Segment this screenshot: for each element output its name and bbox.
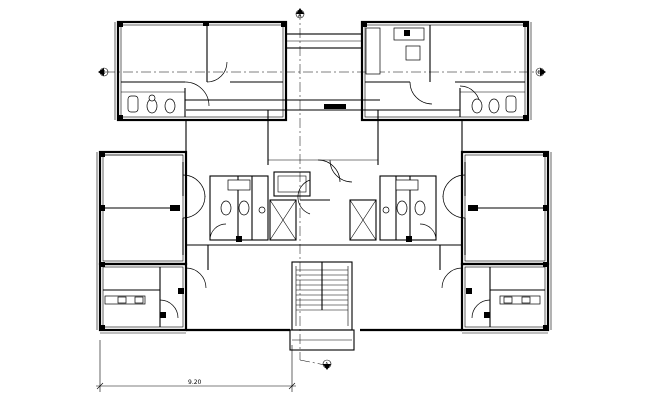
bath-core-left [209, 175, 269, 242]
toilet-fixtures-right-core [382, 179, 426, 216]
window-outlines [96, 22, 552, 334]
corridor-doors [297, 159, 353, 215]
section-marker-top: A [295, 8, 305, 19]
wing-right-middle [442, 150, 550, 266]
section-marker-left: B [98, 67, 109, 77]
kitchen-fixtures-left [104, 295, 146, 305]
wing-top-right [360, 20, 530, 122]
lower-central-block [185, 244, 463, 332]
section-marker-left-label: B [102, 70, 106, 76]
wing-top-left [116, 20, 288, 122]
toilet-fixtures-top-right [471, 95, 517, 114]
stair-treads [296, 269, 348, 311]
central-hall [185, 110, 463, 165]
section-marker-top-label: A [298, 13, 302, 19]
kitchen-fixtures-right [499, 295, 541, 305]
lift-box [273, 171, 311, 197]
shaft-left [269, 199, 297, 241]
bath-core-right [379, 175, 437, 242]
section-marker-right-label: B [538, 70, 542, 76]
section-axis-lines [105, 10, 540, 366]
toilet-fixtures-left-core [220, 179, 266, 216]
section-marker-right: B [535, 67, 546, 77]
section-marker-bottom: A [322, 359, 332, 370]
shaft-right [349, 199, 377, 241]
wing-lower-right [460, 262, 550, 332]
toilet-fixtures-top-left [127, 94, 176, 114]
wing-left-middle [98, 150, 206, 266]
section-marker-bottom-label: A [325, 362, 329, 368]
dimension-line: 9.20 [96, 340, 296, 392]
wing-lower-left [98, 262, 188, 332]
staircase [289, 261, 355, 351]
dimension-label: 9.20 [188, 379, 202, 386]
